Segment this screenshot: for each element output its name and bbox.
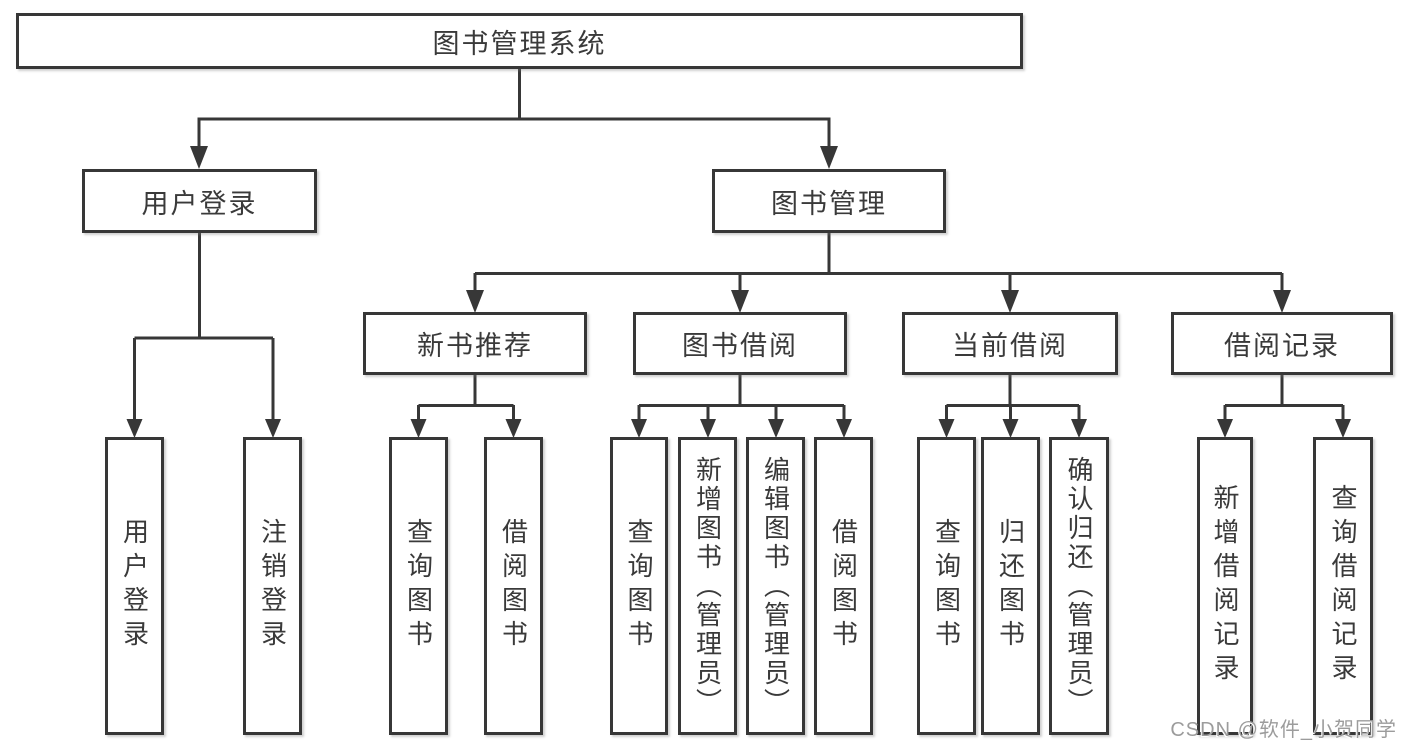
node-leaf-bb-edit-book: 编辑图书（管理员） — [746, 437, 805, 735]
node-label: 用户登录 — [119, 518, 150, 654]
arrowhead — [938, 419, 955, 438]
arrowhead — [505, 419, 522, 438]
node-new-book-rec: 新书推荐 — [363, 312, 587, 375]
connector-user-login-children — [126, 232, 281, 438]
arrowhead — [731, 290, 749, 313]
arrowhead — [265, 419, 281, 438]
node-leaf-br-query-record: 查询借阅记录 — [1313, 437, 1373, 735]
node-borrow-records: 借阅记录 — [1171, 312, 1393, 375]
node-label: 当前借阅 — [952, 331, 1068, 361]
node-label: 借阅图书 — [828, 518, 859, 654]
node-leaf-bb-query-book: 查询图书 — [610, 437, 668, 735]
node-leaf-logout: 注销登录 — [243, 437, 302, 735]
node-leaf-br-add-record: 新增借阅记录 — [1197, 437, 1253, 735]
connector-root-to-level2 — [190, 69, 838, 169]
node-label: 查询借阅记录 — [1328, 484, 1358, 688]
line — [1223, 374, 1345, 421]
node-label: 确认归还（管理员） — [1064, 455, 1094, 717]
connector-new-book-rec-children — [410, 374, 522, 438]
arrowhead — [1071, 419, 1087, 438]
node-leaf-user-login: 用户登录 — [105, 437, 164, 735]
node-label: 归还图书 — [995, 518, 1026, 654]
node-current-borrow: 当前借阅 — [902, 312, 1118, 375]
line — [133, 232, 275, 422]
node-leaf-nbr-borrow-book: 借阅图书 — [484, 437, 543, 735]
node-book-mgmt: 图书管理 — [712, 169, 946, 233]
arrowhead — [126, 419, 143, 438]
node-label: 借阅记录 — [1224, 331, 1340, 361]
arrowhead — [768, 419, 784, 438]
arrowhead — [820, 146, 838, 169]
arrowhead — [1273, 290, 1291, 313]
arrowhead — [1001, 290, 1019, 313]
arrowhead — [1002, 419, 1019, 438]
arrowhead — [466, 290, 484, 313]
line — [637, 374, 846, 421]
node-leaf-cb-return-book: 归还图书 — [981, 437, 1040, 735]
node-label: 编辑图书（管理员） — [760, 455, 791, 717]
node-label: 新增借阅记录 — [1210, 484, 1240, 688]
arrowhead — [836, 419, 852, 438]
node-leaf-bb-add-book: 新增图书（管理员） — [678, 437, 737, 735]
arrowhead — [1335, 419, 1351, 438]
arrowhead — [410, 419, 427, 438]
node-root: 图书管理系统 — [16, 13, 1023, 69]
connector-book-borrow-children — [631, 374, 852, 438]
watermark: CSDN @软件_小贺同学 — [1170, 719, 1397, 741]
node-user-login: 用户登录 — [82, 169, 317, 233]
node-label: 查询图书 — [403, 518, 434, 654]
node-label: 借阅图书 — [498, 518, 529, 654]
node-label: 图书管理 — [771, 188, 887, 219]
node-leaf-bb-borrow-book: 借阅图书 — [814, 437, 873, 735]
line — [473, 232, 1284, 292]
node-label: 用户登录 — [141, 188, 258, 219]
arrowhead — [631, 419, 647, 438]
line — [945, 374, 1081, 421]
connector-current-borrow-children — [938, 374, 1087, 438]
arrowhead — [700, 419, 716, 438]
node-book-borrow: 图书借阅 — [633, 312, 847, 375]
node-leaf-cb-confirm-return: 确认归还（管理员） — [1049, 437, 1109, 735]
node-label: 新增图书（管理员） — [692, 455, 723, 717]
node-leaf-cb-query-book: 查询图书 — [917, 437, 976, 735]
node-leaf-nbr-query-book: 查询图书 — [389, 437, 448, 735]
connector-book-mgmt-children — [466, 232, 1291, 313]
arrowhead — [190, 146, 208, 169]
line — [197, 69, 831, 148]
node-label: 注销登录 — [257, 518, 288, 654]
arrowhead — [1217, 419, 1233, 438]
node-label: 图书管理系统 — [432, 28, 607, 59]
node-label: 查询图书 — [624, 518, 654, 654]
node-label: 图书借阅 — [682, 331, 798, 361]
node-label: 新书推荐 — [417, 331, 533, 361]
line — [417, 374, 515, 421]
connector-borrow-records-children — [1217, 374, 1351, 438]
node-label: 查询图书 — [931, 518, 962, 654]
